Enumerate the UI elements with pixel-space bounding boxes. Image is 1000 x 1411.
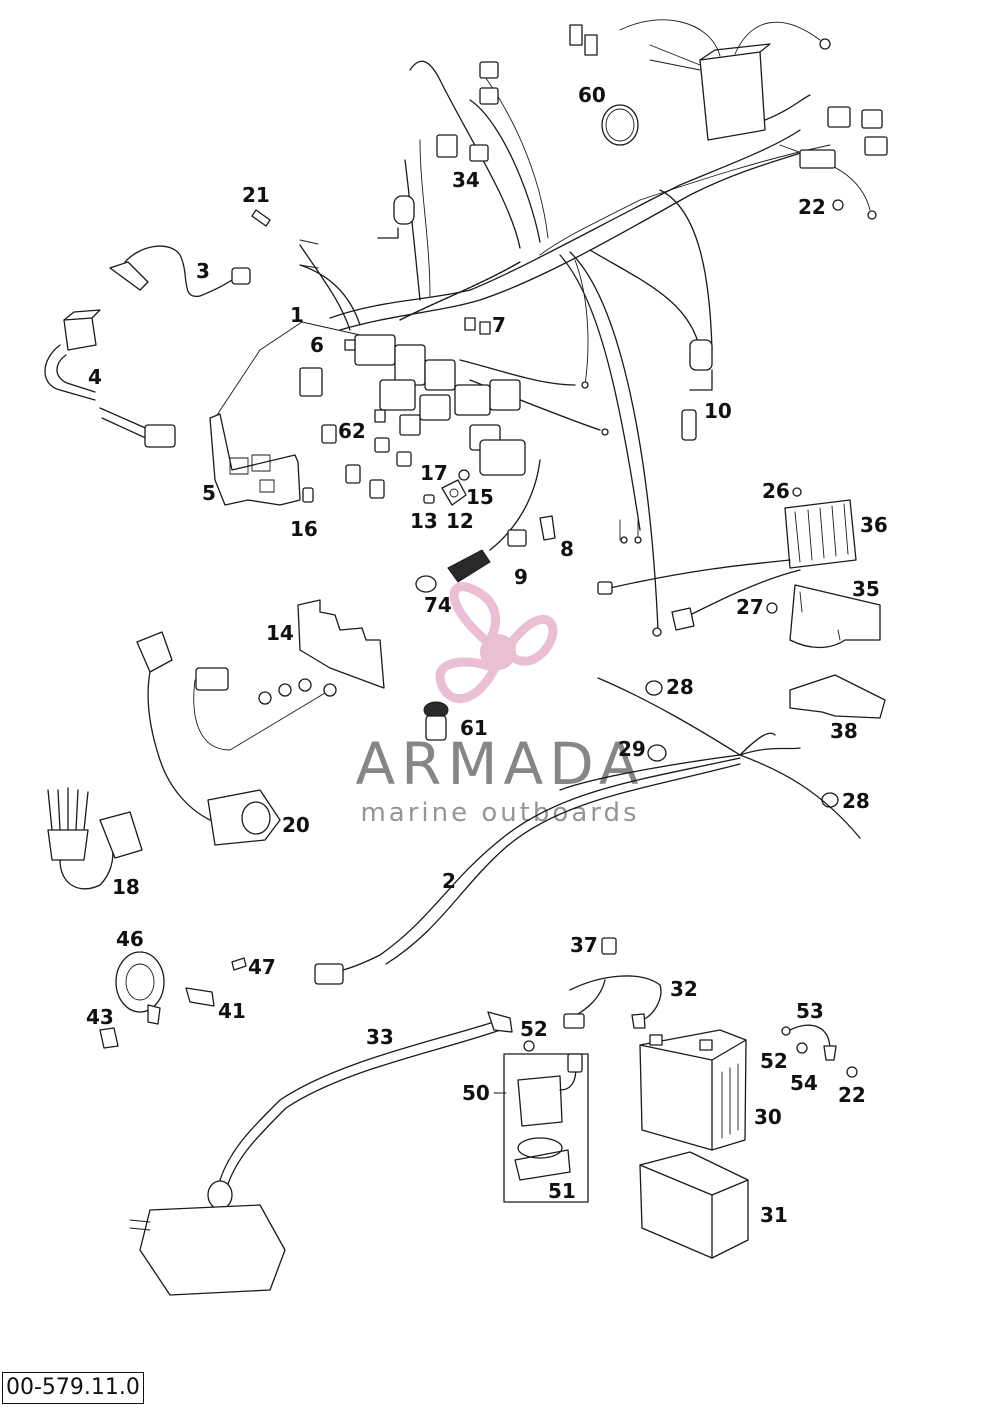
small-hardware: [423, 469, 470, 506]
callout-27: 27: [736, 595, 764, 619]
callout-30: 30: [754, 1105, 782, 1129]
hose-clamp-ring: [601, 104, 639, 146]
power-socket: [423, 701, 449, 741]
callout-22-top: 22: [798, 195, 826, 219]
fuse-holders: [464, 317, 491, 335]
bracket-bolt: [302, 487, 314, 503]
starter-cable-and-motor: [129, 1011, 513, 1296]
callout-2: 2: [442, 869, 456, 893]
callout-5: 5: [202, 481, 216, 505]
callout-33: 33: [366, 1025, 394, 1049]
bracket-screw: [766, 602, 778, 614]
relay: [299, 367, 323, 397]
battery-box: [639, 1151, 749, 1259]
screw-top-right: [832, 199, 844, 211]
callout-28-top: 28: [666, 675, 694, 699]
light-sub-harness: [559, 677, 861, 839]
watermark-brand: ARMADA: [355, 730, 644, 798]
callout-10: 10: [704, 399, 732, 423]
bracket-clip: [539, 515, 556, 541]
drawing-number: 00-579.11.0: [2, 1372, 144, 1404]
callout-17: 17: [420, 461, 448, 485]
pressure-switch: [681, 409, 697, 441]
starter-relay-group: [503, 1053, 589, 1203]
armada-logo-watermark: [435, 582, 558, 704]
callout-52-right: 52: [760, 1049, 788, 1073]
callout-20: 20: [282, 813, 310, 837]
callout-47: 47: [248, 955, 276, 979]
cdi-unit: [569, 19, 831, 141]
callout-41: 41: [218, 999, 246, 1023]
handlebar-switch: [136, 631, 337, 846]
callout-8: 8: [560, 537, 574, 561]
callout-26: 26: [762, 479, 790, 503]
callout-3: 3: [196, 259, 210, 283]
callout-37: 37: [570, 933, 598, 957]
callout-22-bottom: 22: [838, 1083, 866, 1107]
indicator-bulb: [251, 209, 271, 227]
callout-15: 15: [466, 485, 494, 509]
callout-61: 61: [460, 716, 488, 740]
callout-29: 29: [618, 737, 646, 761]
callout-12: 12: [446, 509, 474, 533]
callout-14: 14: [266, 621, 294, 645]
callout-21: 21: [242, 183, 270, 207]
callout-52-left: 52: [520, 1017, 548, 1041]
main-wiring-harness: [299, 60, 888, 637]
callout-35: 35: [852, 577, 880, 601]
callout-7: 7: [492, 313, 506, 337]
mounting-bracket: [209, 413, 301, 506]
callout-34: 34: [452, 168, 480, 192]
callout-74: 74: [424, 593, 452, 617]
battery: [639, 1029, 747, 1151]
callout-62: 62: [338, 419, 366, 443]
callout-43: 43: [86, 1005, 114, 1029]
blade-fuses: [321, 424, 412, 499]
callout-9: 9: [514, 565, 528, 589]
callout-16: 16: [290, 517, 318, 541]
callout-1: 1: [290, 303, 304, 327]
callout-50: 50: [462, 1081, 490, 1105]
battery-positive-cable: [563, 937, 662, 1029]
protective-cover: [789, 674, 886, 719]
sensor-lead: [109, 245, 251, 297]
cable-nut-left: [523, 1040, 535, 1052]
callout-51: 51: [548, 1179, 576, 1203]
ground-cable: [781, 1024, 858, 1078]
callout-38: 38: [830, 719, 858, 743]
callout-18: 18: [112, 875, 140, 899]
voltage-regulator: [597, 487, 857, 631]
lamp-socket-and-bulb: [415, 459, 541, 593]
callout-53: 53: [796, 999, 824, 1023]
watermark-tagline: marine outboards: [360, 798, 639, 828]
callout-54: 54: [790, 1071, 818, 1095]
callout-4: 4: [88, 365, 102, 389]
regulator-bracket: [789, 584, 881, 649]
cover-plate: [297, 599, 385, 689]
secondary-wiring-harness: [314, 757, 741, 985]
ignition-switch: [47, 787, 143, 890]
horn: [99, 951, 247, 1049]
callout-32: 32: [670, 977, 698, 1001]
callout-13: 13: [410, 509, 438, 533]
ignition-coil: [44, 309, 176, 448]
callout-28-bottom: 28: [842, 789, 870, 813]
callout-60: 60: [578, 83, 606, 107]
callout-36: 36: [860, 513, 888, 537]
callout-46: 46: [116, 927, 144, 951]
callout-31: 31: [760, 1203, 788, 1227]
callout-6: 6: [310, 333, 324, 357]
